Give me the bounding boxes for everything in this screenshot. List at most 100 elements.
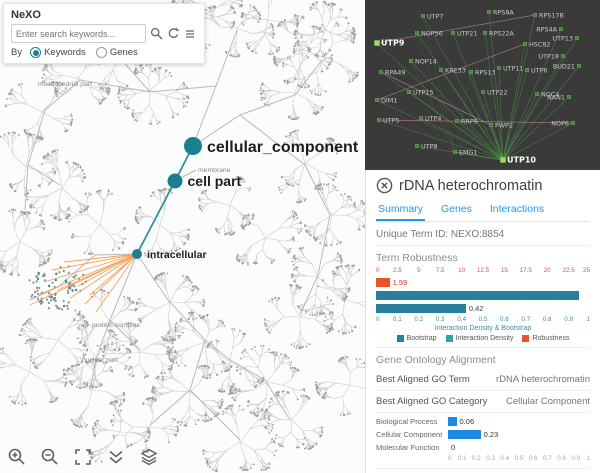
- legend-swatch: [445, 335, 453, 342]
- network-node-label[interactable]: KRE33: [445, 66, 466, 74]
- network-node[interactable]: [438, 67, 443, 72]
- search-icon[interactable]: [149, 26, 164, 41]
- network-edge: [490, 124, 504, 161]
- network-node[interactable]: [480, 89, 485, 94]
- network-node[interactable]: [482, 31, 487, 36]
- network-node-label[interactable]: UTP10: [507, 155, 536, 164]
- fit-screen-button[interactable]: [70, 444, 96, 470]
- go-chart-bar: [448, 429, 481, 439]
- network-node[interactable]: [454, 118, 459, 123]
- network-node-label[interactable]: RRP9: [461, 117, 478, 125]
- network-node-label[interactable]: NOC4: [541, 90, 559, 98]
- legend-item-robustness: Robustness: [522, 335, 569, 342]
- network-node[interactable]: [522, 42, 527, 47]
- network-node-label[interactable]: UTP18: [538, 52, 559, 60]
- network-node[interactable]: [496, 65, 501, 70]
- radio-genes[interactable]: Genes: [95, 47, 138, 58]
- network-node-label[interactable]: RPA49: [385, 68, 405, 76]
- network-node[interactable]: [407, 89, 412, 94]
- network-node[interactable]: [419, 115, 424, 120]
- go-row-label: Best Aligned GO Category: [376, 396, 488, 407]
- network-node[interactable]: [574, 36, 579, 41]
- tree-node-cell_part[interactable]: [167, 173, 183, 189]
- network-node[interactable]: [374, 40, 380, 46]
- network-node[interactable]: [524, 67, 529, 72]
- network-node-label[interactable]: NOP6: [551, 119, 569, 127]
- network-node[interactable]: [566, 94, 571, 99]
- tree-node-intracellular[interactable]: [132, 249, 142, 259]
- refresh-icon[interactable]: [166, 26, 181, 41]
- network-node[interactable]: [488, 122, 493, 127]
- network-node-label[interactable]: RPS22A: [489, 29, 514, 37]
- robustness-bar-row: 1.59: [376, 277, 590, 288]
- network-node-label[interactable]: UTP7: [427, 12, 444, 20]
- network-node-label[interactable]: PWP2: [495, 121, 513, 129]
- tab-genes[interactable]: Genes: [440, 203, 472, 215]
- tab-interactions[interactable]: Interactions: [489, 203, 545, 215]
- go-row-value: Cellular Component: [506, 396, 590, 407]
- network-node-label[interactable]: UTP4: [425, 114, 442, 122]
- close-icon[interactable]: [376, 177, 393, 194]
- search-input[interactable]: [11, 24, 146, 43]
- network-edge: [502, 65, 580, 161]
- network-node[interactable]: [374, 97, 379, 102]
- network-node-label[interactable]: UTP21: [457, 29, 478, 37]
- network-node-label[interactable]: UTP6: [531, 66, 548, 74]
- network-node-label[interactable]: UTP13: [552, 34, 573, 42]
- layers-button[interactable]: [136, 444, 162, 470]
- network-node-label[interactable]: NOP14: [415, 57, 437, 65]
- zoom-out-button[interactable]: [37, 444, 63, 470]
- network-edge: [454, 43, 526, 153]
- network-node-label[interactable]: UTP9: [381, 38, 405, 47]
- network-node[interactable]: [500, 157, 506, 163]
- network-node-label[interactable]: DIM1: [381, 96, 397, 104]
- network-node-label[interactable]: UTP11: [503, 64, 524, 72]
- network-node[interactable]: [532, 12, 537, 17]
- network-node-label[interactable]: RPS13: [475, 68, 495, 76]
- network-node-label[interactable]: RPS8A: [493, 8, 514, 16]
- axis-tick: 0.3: [486, 455, 495, 462]
- tree-node-cellular_component[interactable]: [184, 137, 202, 155]
- network-node-label[interactable]: NOP56: [421, 29, 443, 37]
- network-node-label[interactable]: HSC82: [529, 40, 550, 48]
- network-node-label[interactable]: RPS17B: [539, 11, 564, 19]
- network-node-label[interactable]: BUD21: [553, 62, 575, 70]
- network-node[interactable]: [421, 13, 426, 18]
- network-node[interactable]: [415, 143, 420, 148]
- network-node-label[interactable]: EMG1: [459, 148, 478, 156]
- network-node[interactable]: [570, 120, 575, 125]
- network-node[interactable]: [576, 63, 581, 68]
- zoom-in-button[interactable]: [4, 444, 30, 470]
- network-node[interactable]: [378, 69, 383, 74]
- bar-interaction-density: [376, 304, 466, 313]
- network-node-label[interactable]: UTP15: [413, 88, 434, 96]
- radio-keywords[interactable]: Keywords: [30, 47, 86, 58]
- network-node-label[interactable]: NAN1: [547, 93, 565, 101]
- network-node[interactable]: [486, 9, 491, 14]
- network-node-label[interactable]: UTP5: [383, 116, 400, 124]
- network-node[interactable]: [468, 69, 473, 74]
- network-node[interactable]: [558, 27, 563, 32]
- network-edge: [502, 37, 578, 161]
- tab-summary[interactable]: Summary: [376, 200, 425, 221]
- network-node[interactable]: [450, 31, 455, 36]
- network-edge: [482, 91, 504, 161]
- network-node[interactable]: [452, 149, 457, 154]
- biological-process-heading: Biological Process: [376, 468, 590, 473]
- network-edge: [502, 43, 526, 161]
- network-node[interactable]: [376, 117, 381, 122]
- network-node-label[interactable]: UTP22: [487, 88, 508, 96]
- expand-branches-button[interactable]: [103, 444, 129, 470]
- network-node[interactable]: [560, 54, 565, 59]
- menu-icon[interactable]: [183, 26, 197, 41]
- network-node-label[interactable]: UTP8: [421, 142, 438, 150]
- network-node[interactable]: [534, 91, 539, 96]
- network-node-label[interactable]: RPS4A: [536, 25, 557, 33]
- network-node[interactable]: [409, 59, 414, 64]
- network-node[interactable]: [415, 31, 420, 36]
